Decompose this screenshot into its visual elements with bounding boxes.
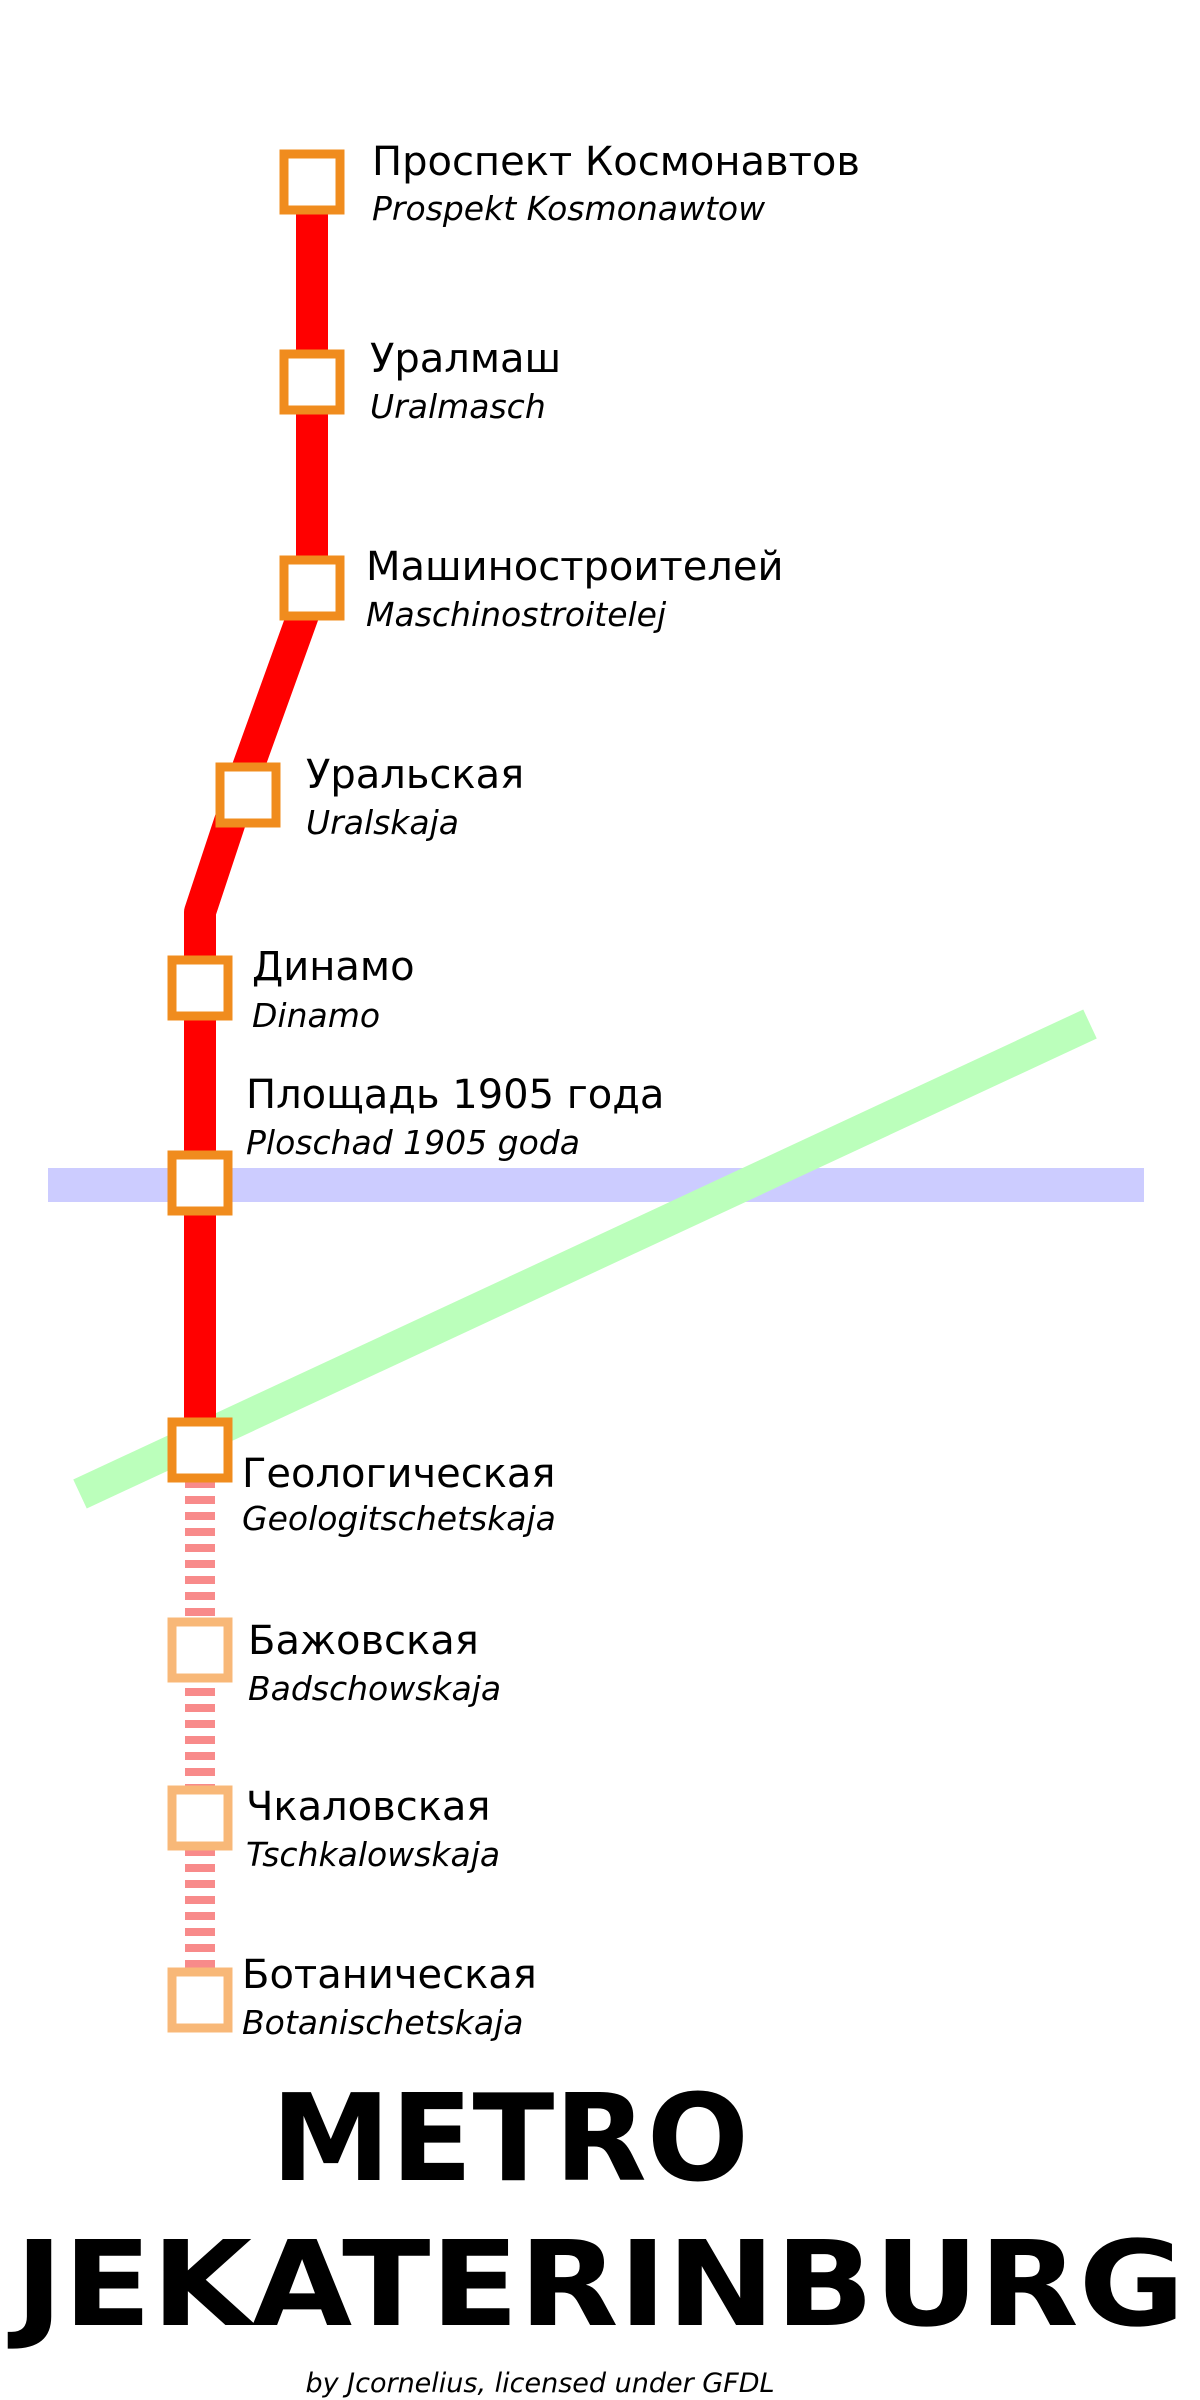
station-name-latin: Dinamo <box>252 996 380 1035</box>
station-marker <box>215 762 281 828</box>
station-name-latin: Badschowskaja <box>248 1669 501 1708</box>
station-name-ru: Геологическая <box>242 1451 556 1497</box>
station-marker <box>167 955 233 1021</box>
station-name-latin: Uralmasch <box>370 387 546 426</box>
credit-line: by Jcornelius, licensed under GFDL <box>305 2368 774 2399</box>
station-name-latin: Ploschad 1905 goda <box>246 1123 580 1162</box>
station-name-ru: Машиностроителей <box>366 544 783 590</box>
station-name-latin: Prospekt Kosmonawtow <box>372 189 766 228</box>
station-marker <box>167 1417 233 1483</box>
station-marker <box>279 149 345 215</box>
station-name-ru: Бажовская <box>248 1618 479 1664</box>
station-marker <box>167 1785 233 1851</box>
station-name-latin: Botanischetskaja <box>242 2003 523 2042</box>
station-marker <box>279 555 345 621</box>
station-name-ru: Проспект Космонавтов <box>372 139 860 185</box>
map-title-line1: METRO <box>271 2070 749 2209</box>
station-name-ru: Уралмаш <box>370 336 561 382</box>
station-marker <box>167 1150 233 1216</box>
station-name-ru: Ботаническая <box>242 1952 537 1998</box>
station-marker <box>167 1967 233 2033</box>
station-name-ru: Площадь 1905 года <box>246 1072 664 1118</box>
station-name-latin: Maschinostroitelej <box>366 595 667 634</box>
station-name-latin: Geologitschetskaja <box>242 1499 556 1538</box>
station-name-latin: Uralskaja <box>306 803 459 842</box>
station-name-ru: Чкаловская <box>246 1784 490 1830</box>
station-name-latin: Tschkalowskaja <box>246 1835 500 1874</box>
map-title-line2: JEKATERINBURG <box>7 2215 1185 2353</box>
station-marker <box>279 349 345 415</box>
station-name-ru: Динамо <box>252 944 415 990</box>
station-marker <box>167 1617 233 1683</box>
green-line-route <box>73 1009 1097 1509</box>
station-name-ru: Уральская <box>306 752 524 798</box>
